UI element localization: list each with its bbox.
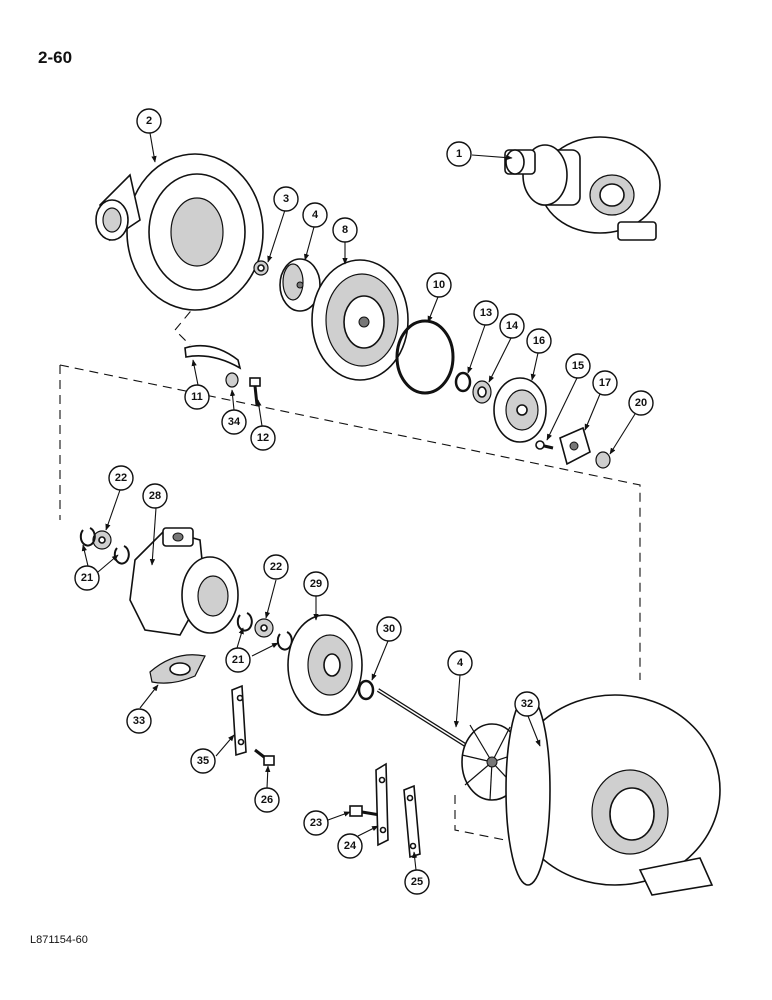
callout-label: 29 (310, 578, 322, 590)
callout-4-lower: 4 (447, 650, 473, 676)
callout-21-center: 21 (225, 647, 251, 673)
callout-22-center: 22 (263, 554, 289, 580)
callout-15: 15 (565, 353, 591, 379)
callout-leaders (81, 132, 636, 871)
compressor-housing-icon (95, 153, 264, 311)
turbocharger-assembly-icon (504, 136, 661, 241)
clamp-plate-24-icon (375, 762, 389, 847)
callout-29: 29 (303, 571, 329, 597)
callout-label: 4 (457, 657, 464, 669)
callout-label: 13 (480, 307, 492, 319)
page-number: 2-60 (38, 48, 73, 67)
callout-label: 21 (232, 654, 244, 666)
callout-label: 24 (344, 840, 357, 852)
callout-34: 34 (221, 409, 247, 435)
journal-bearing-22b-icon (254, 618, 274, 638)
washer-20-icon (595, 451, 611, 469)
backplate-icon (311, 259, 409, 381)
callout-label: 33 (133, 715, 145, 727)
piston-ring-30-icon (357, 679, 375, 701)
callout-label: 17 (599, 377, 611, 389)
turbine-housing-icon (505, 694, 721, 896)
callout-label: 2 (146, 115, 152, 127)
callout-21-left: 21 (74, 565, 100, 591)
callout-20: 20 (628, 390, 654, 416)
screw-15-icon (535, 440, 554, 450)
lock-plate-11-icon (184, 344, 242, 370)
callout-label: 35 (197, 755, 209, 767)
callout-35: 35 (190, 748, 216, 774)
callout-12: 12 (250, 425, 276, 451)
callout-11: 11 (184, 384, 210, 410)
callout-label: 22 (270, 561, 282, 573)
callout-24: 24 (337, 833, 363, 859)
nut-icon (253, 260, 269, 276)
callout-label: 16 (533, 335, 545, 347)
thrust-collar-icon (472, 380, 492, 404)
heat-shield-icon (287, 614, 363, 716)
callout-16: 16 (526, 328, 552, 354)
callout-label: 30 (383, 623, 395, 635)
callout-label: 8 (342, 224, 348, 236)
gasket-icon (149, 654, 206, 684)
bearing-housing-icon (129, 527, 239, 636)
callout-26: 26 (254, 787, 280, 813)
callout-28: 28 (142, 483, 168, 509)
callout-8: 8 (332, 217, 358, 243)
clamp-plate-35-icon (231, 684, 247, 757)
thrust-bearing-icon (559, 426, 591, 466)
document-code: L871154-60 (30, 934, 88, 946)
turbine-wheel-shaft-icon (376, 688, 523, 801)
callout-25: 25 (404, 869, 430, 895)
retaining-ring-13-icon (454, 371, 472, 393)
callout-label: 28 (149, 490, 161, 502)
callout-1: 1 (446, 141, 472, 167)
retaining-rings-21b-icon (236, 612, 293, 651)
callout-label: 32 (521, 698, 533, 710)
clamp-plate-25-icon (403, 784, 421, 859)
callout-label: 20 (635, 397, 647, 409)
callout-22-left: 22 (108, 465, 134, 491)
assembly-path-main (59, 364, 641, 680)
bolt-23-icon (349, 805, 381, 817)
lock-washer-34-icon (225, 372, 239, 388)
callout-4-upper: 4 (302, 202, 328, 228)
assembly-path-upper (174, 299, 201, 346)
callout-3: 3 (273, 186, 299, 212)
callout-label: 10 (433, 279, 445, 291)
callout-10: 10 (426, 272, 452, 298)
callout-14: 14 (499, 313, 525, 339)
seal-ring-icon (395, 319, 455, 395)
callout-label: 11 (191, 391, 203, 403)
journal-bearing-22a-icon (92, 530, 112, 550)
callout-label: 12 (257, 432, 269, 444)
callout-label: 15 (572, 360, 584, 372)
callout-2: 2 (136, 108, 162, 134)
callout-label: 34 (228, 416, 241, 428)
callout-label: 21 (81, 572, 93, 584)
callout-32: 32 (514, 691, 540, 717)
insert-icon (493, 377, 547, 443)
callout-label: 3 (283, 193, 289, 205)
callout-13: 13 (473, 300, 499, 326)
callout-17: 17 (592, 370, 618, 396)
compressor-wheel-icon (279, 258, 321, 312)
callout-label: 14 (506, 320, 519, 332)
callout-label: 1 (456, 148, 462, 160)
callout-label: 22 (115, 472, 127, 484)
callout-33: 33 (126, 708, 152, 734)
callout-30: 30 (376, 616, 402, 642)
assembly-path-lower (454, 795, 506, 841)
callout-23: 23 (303, 810, 329, 836)
callout-label: 4 (312, 209, 319, 221)
callout-label: 26 (261, 794, 273, 806)
retaining-rings-21a-icon (79, 527, 130, 565)
callout-label: 25 (411, 876, 423, 888)
callout-label: 23 (310, 817, 322, 829)
bolt-26-icon (254, 748, 275, 766)
